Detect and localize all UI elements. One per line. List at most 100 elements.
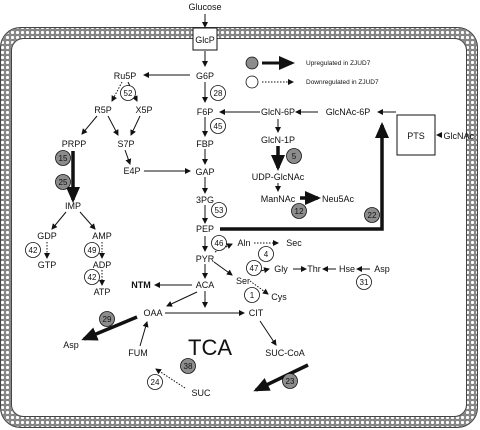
prpp: PRPP (62, 139, 87, 149)
svg-text:31: 31 (360, 278, 369, 287)
oaa: OAA (143, 308, 162, 318)
suc: SUC (191, 388, 211, 398)
svg-text:24: 24 (151, 378, 160, 387)
imp: IMP (65, 201, 81, 211)
svg-text:4: 4 (264, 250, 269, 259)
enzyme-53: 53 (211, 202, 227, 218)
enzyme-42b: 42 (84, 269, 100, 285)
enzyme-badges: 52 28 45 15 25 5 53 12 42 49 42 46 4 47 … (25, 85, 380, 390)
glcnac6p: GlcNAc-6P (326, 107, 371, 117)
glcp-label: GlcP (195, 35, 215, 45)
f6p: F6P (197, 107, 214, 117)
svg-text:22: 22 (368, 211, 377, 220)
glcn1p: GlcN-1P (261, 135, 295, 145)
thr: Thr (307, 264, 321, 274)
ru5p: Ru5P (114, 71, 137, 81)
aln: Aln (237, 238, 250, 248)
gly: Gly (274, 264, 288, 274)
enzyme-31: 31 (356, 274, 372, 290)
ntm: NTM (131, 280, 151, 290)
fbp: FBP (196, 139, 214, 149)
enzyme-4: 4 (258, 246, 274, 262)
enzyme-1: 1 (244, 287, 260, 303)
svg-text:28: 28 (214, 89, 223, 98)
amp: AMP (92, 231, 112, 241)
r5p: R5P (94, 105, 112, 115)
atp: ATP (94, 287, 111, 297)
legend-down-marker (245, 75, 259, 89)
enzyme-12: 12 (291, 203, 307, 219)
svg-text:46: 46 (215, 239, 224, 248)
svg-text:1: 1 (250, 291, 255, 300)
enzyme-46: 46 (211, 235, 227, 251)
glcnac-label: GlcNAc (443, 131, 474, 141)
mannac: ManNAc (261, 194, 296, 204)
enzyme-42a: 42 (25, 242, 41, 258)
svg-text:12: 12 (295, 207, 304, 216)
svg-text:25: 25 (59, 178, 68, 187)
enzyme-49: 49 (84, 242, 100, 258)
enzyme-28: 28 (210, 85, 226, 101)
svg-text:15: 15 (59, 154, 68, 163)
svg-text:23: 23 (286, 377, 295, 386)
svg-text:42: 42 (29, 246, 38, 255)
enzyme-15: 15 (55, 150, 71, 166)
ser: Ser (236, 276, 250, 286)
e4p: E4P (123, 166, 140, 176)
svg-text:38: 38 (184, 362, 193, 371)
adp: ADP (93, 260, 112, 270)
glucose-label: Glucose (188, 2, 221, 12)
enzyme-47: 47 (246, 260, 262, 276)
cys: Cys (271, 292, 287, 302)
svg-text:49: 49 (88, 246, 97, 255)
hse: Hse (339, 264, 355, 274)
gtp: GTP (38, 260, 57, 270)
enzyme-22: 22 (364, 207, 380, 223)
sec: Sec (286, 238, 302, 248)
enzyme-52: 52 (120, 85, 136, 101)
s7p: S7P (117, 139, 134, 149)
legend-up-text: Upregulated in ZJUD7 (306, 60, 371, 67)
enzyme-24: 24 (147, 374, 163, 390)
enzyme-23: 23 (282, 373, 298, 389)
enzyme-25: 25 (55, 174, 71, 190)
pts-label: PTS (407, 131, 425, 141)
aca: ACA (196, 280, 215, 290)
enzyme-29: 29 (99, 311, 115, 327)
enzyme-45: 45 (210, 118, 226, 134)
cell-membrane (0, 27, 478, 428)
neu5ac: Neu5Ac (322, 194, 355, 204)
gdp: GDP (37, 231, 57, 241)
cit: CIT (249, 308, 264, 318)
svg-text:5: 5 (292, 152, 297, 161)
pts-transporter: PTS (396, 114, 436, 156)
enzyme-38: 38 (180, 358, 196, 374)
metabolite-labels: Ru5P R5P X5P S7P PRPP E4P IMP GDP AMP GT… (37, 71, 390, 398)
pep: PEP (196, 224, 214, 234)
succoa: SUC-CoA (265, 348, 305, 358)
tca-label: TCA (188, 335, 232, 360)
asp-right: Asp (374, 264, 390, 274)
asp-left: Asp (63, 340, 79, 350)
g6p: G6P (196, 71, 214, 81)
pyr: PYR (196, 254, 215, 264)
pathway-arrows (44, 14, 442, 392)
fum: FUM (128, 348, 148, 358)
3pg: 3PG (196, 195, 214, 205)
legend-up-marker (245, 56, 259, 70)
x5p: X5P (135, 105, 152, 115)
svg-text:47: 47 (250, 264, 259, 273)
legend-down-text: Downregulated in ZJUD7 (306, 79, 379, 86)
gap: GAP (195, 167, 214, 177)
svg-text:52: 52 (124, 89, 133, 98)
legend: Upregulated in ZJUD7 Downregulated in ZJ… (245, 56, 379, 89)
svg-text:42: 42 (88, 273, 97, 282)
glcn6p: GlcN-6P (261, 107, 295, 117)
svg-text:53: 53 (215, 206, 224, 215)
glcp-transporter: GlcP (192, 27, 218, 51)
svg-text:29: 29 (103, 315, 112, 324)
svg-text:45: 45 (214, 122, 223, 131)
enzyme-5: 5 (286, 148, 302, 164)
udpglcnac: UDP-GlcNAc (252, 172, 305, 182)
